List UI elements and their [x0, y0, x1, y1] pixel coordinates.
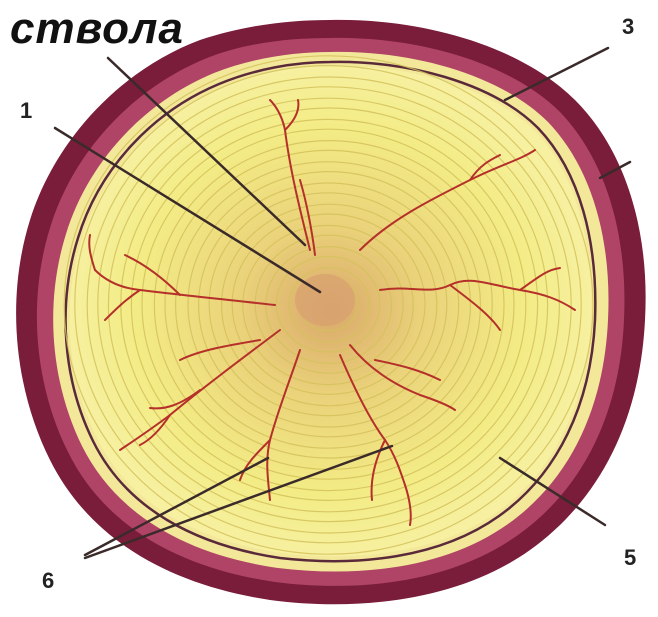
label-3: 3	[622, 14, 634, 40]
label-5: 5	[624, 545, 636, 571]
diagram-title: ствола	[10, 4, 184, 54]
label-1: 1	[20, 98, 32, 124]
label-6: 6	[42, 568, 54, 594]
